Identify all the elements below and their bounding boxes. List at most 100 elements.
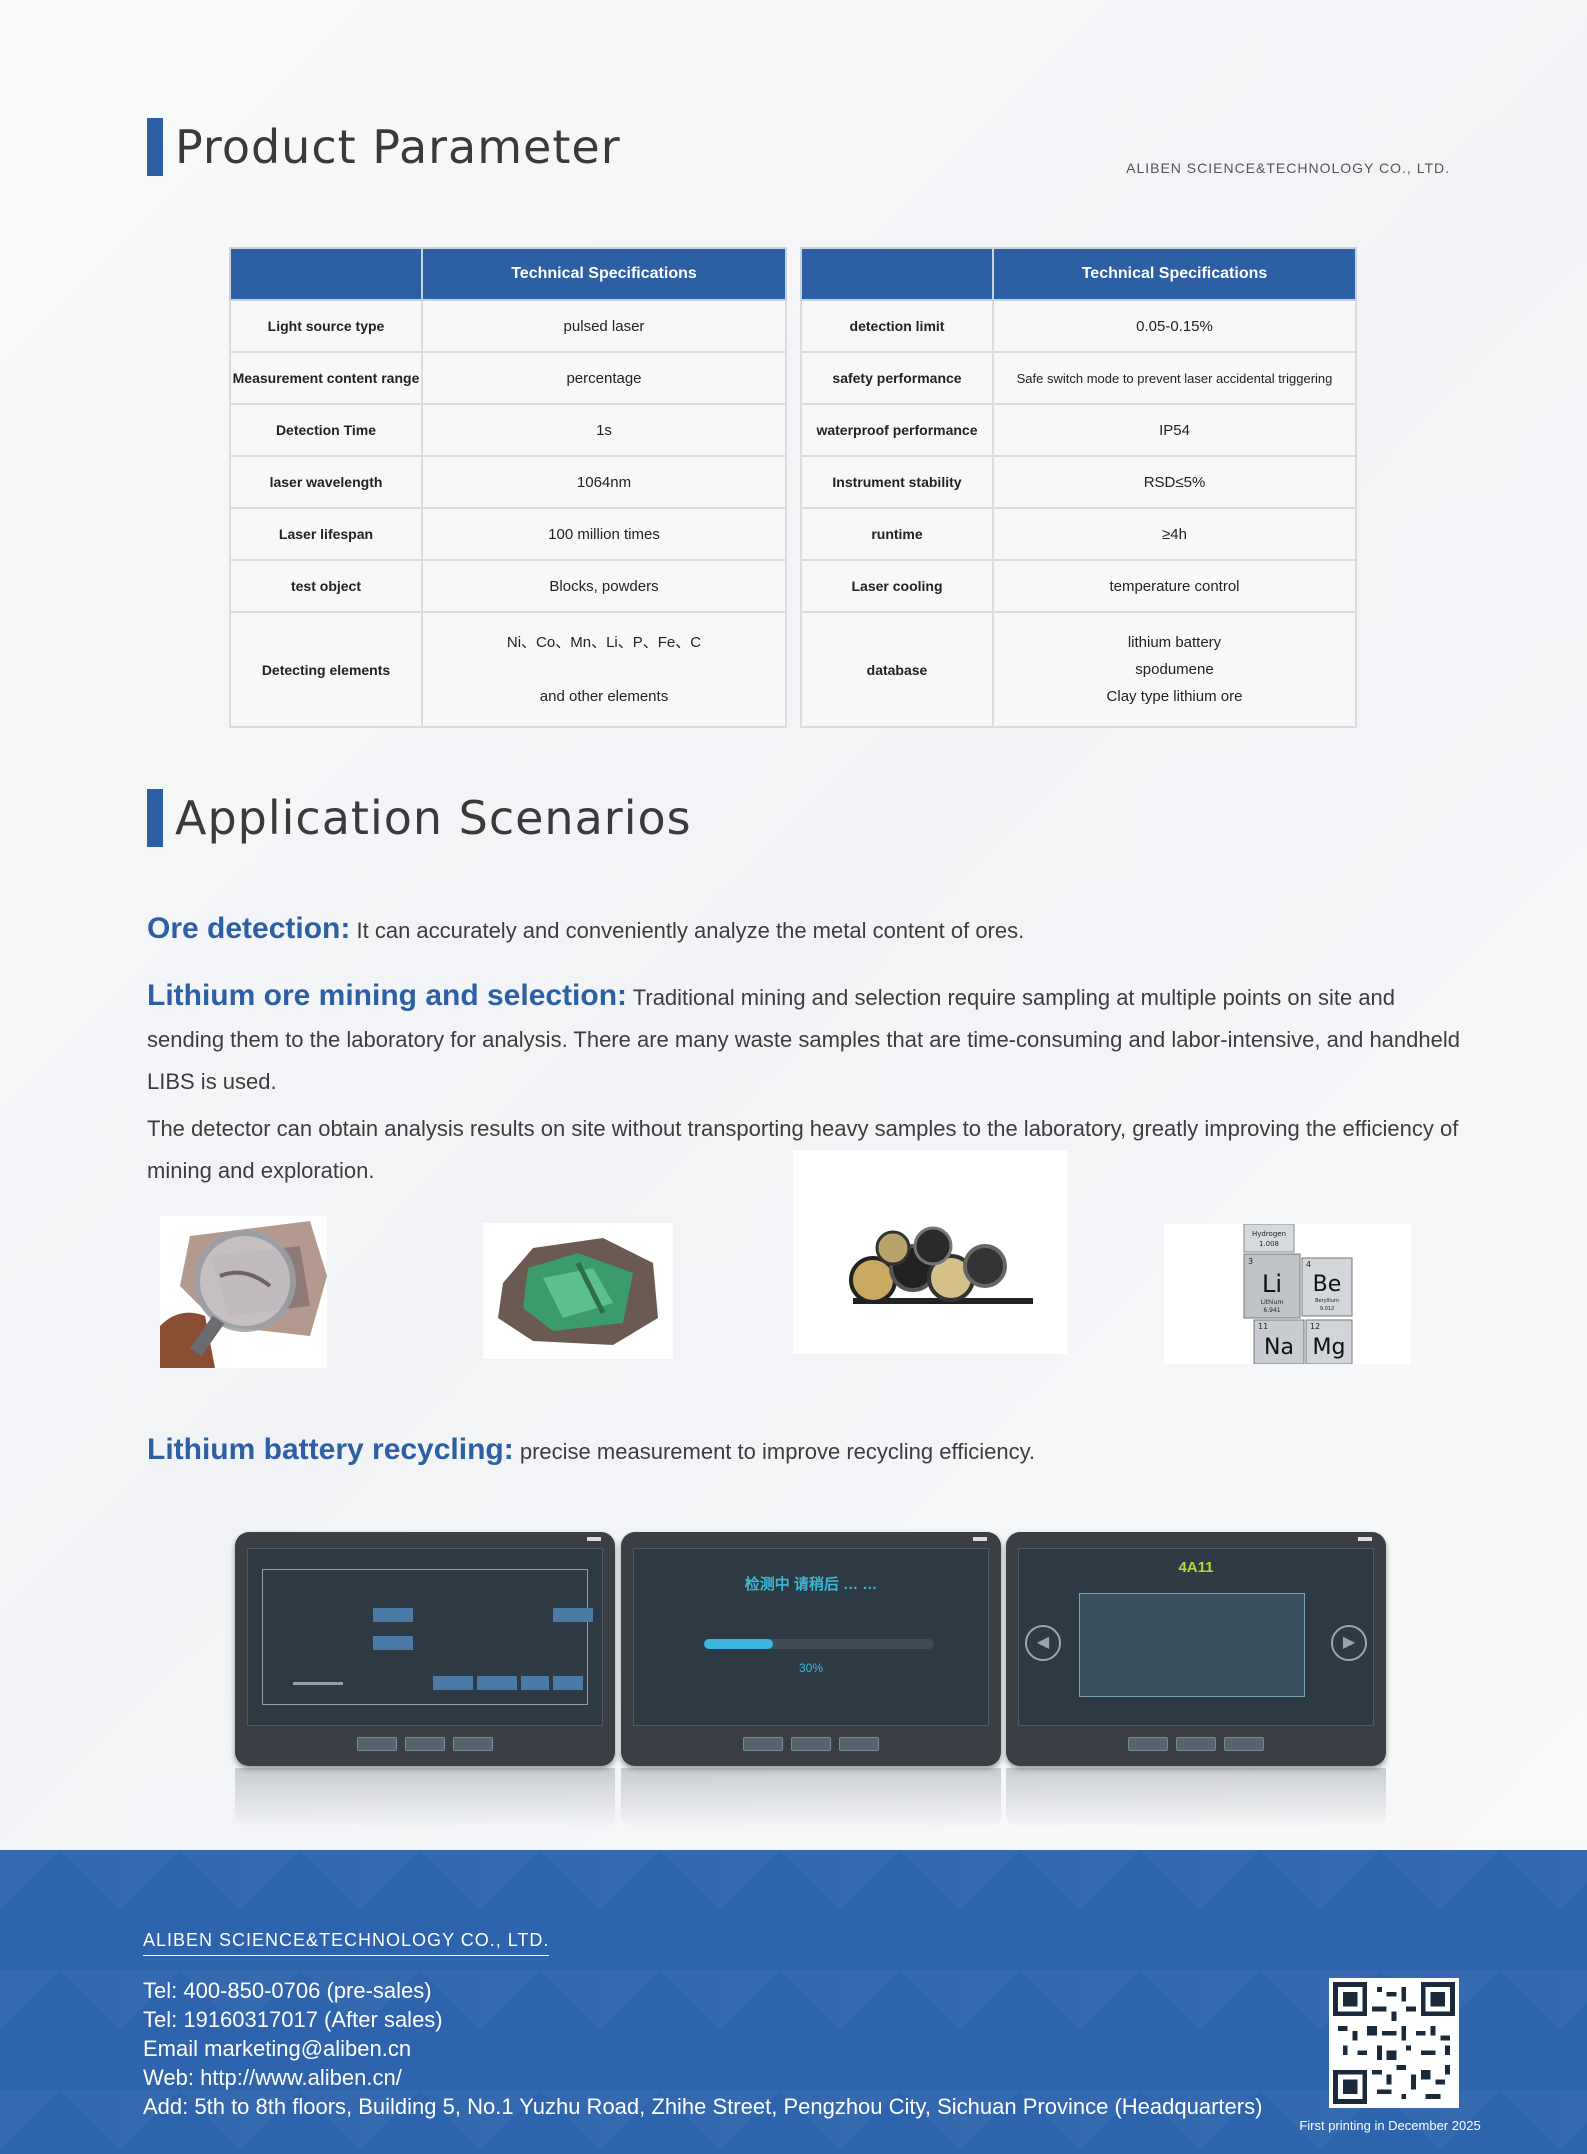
tel-presales: Tel: 400-850-0706 (pre-sales) — [143, 1978, 432, 2003]
progress-label: 30% — [798, 1661, 824, 1675]
email: Email marketing@aliben.cn — [143, 2036, 412, 2061]
spec-label: detection limit — [800, 299, 994, 353]
result-table — [1079, 1593, 1305, 1697]
lithium-mining-text: Traditional mining and selection require… — [147, 985, 1460, 1094]
spec-value-line: Clay type lithium ore — [1106, 688, 1243, 705]
progress-bar — [704, 1639, 934, 1649]
table-row: waterproof performance IP54 — [800, 403, 1357, 457]
tel-aftersales: Tel: 19160317017 (After sales) — [143, 2007, 443, 2032]
next-arrow-icon: ▶ — [1331, 1625, 1367, 1661]
result-title: 4A11 — [1178, 1559, 1214, 1576]
spec-value: 1064nm — [421, 455, 787, 509]
spec-value: RSD≤5% — [992, 455, 1357, 509]
periodic-table-photo: Hydrogen 1.008 3 Li Lithium 6.941 4 Be B… — [1164, 1224, 1411, 1364]
battery-recycling-lead: Lithium battery recycling: — [147, 1433, 514, 1466]
section-title: Application Scenarios — [175, 791, 692, 845]
lithium-mining-lead: Lithium ore mining and selection: — [147, 979, 628, 1012]
spec-value-line: and other elements — [539, 688, 669, 705]
spec-label: Detecting elements — [229, 611, 423, 728]
tablet-nav — [621, 1737, 1001, 1756]
application-scenarios-heading: Application Scenarios — [147, 789, 692, 847]
table-row: runtime ≥4h — [800, 507, 1357, 561]
tablet-settings-screen — [235, 1532, 615, 1828]
detection-status-title: 检测中 请稍后 … … — [744, 1576, 878, 1593]
lithium-name: Lithium — [1261, 1299, 1284, 1306]
table-header: Technical Specifications — [421, 247, 787, 301]
battery-recycling-text: precise measurement to improve recycling… — [519, 1439, 1036, 1464]
lithium-mass: 6.941 — [1263, 1307, 1280, 1314]
lithium-number: 3 — [1248, 1257, 1253, 1266]
heading-accent-bar — [147, 789, 163, 847]
spec-table-right: Technical Specifications detection limit… — [800, 247, 1357, 728]
lithium-mining-paragraph: Lithium ore mining and selection: Tradit… — [147, 975, 1467, 1103]
spec-label: safety performance — [800, 351, 994, 405]
footer: ALIBEN SCIENCE&TECHNOLOGY CO., LTD. Tel:… — [0, 1850, 1587, 2154]
address: Add: 5th to 8th floors, Building 5, No.1… — [143, 2094, 1263, 2119]
spec-value: IP54 — [992, 403, 1357, 457]
spec-value: 100 million times — [421, 507, 787, 561]
website: Web: http://www.aliben.cn/ — [143, 2065, 402, 2090]
table-row: Light source type pulsed laser — [229, 299, 787, 353]
table-row: detection limit 0.05-0.15% — [800, 299, 1357, 353]
qr-code — [1329, 1978, 1459, 2108]
spec-label: waterproof performance — [800, 403, 994, 457]
sodium-number: 11 — [1258, 1322, 1268, 1331]
spec-value: ≥4h — [992, 507, 1357, 561]
progress-fill — [704, 1639, 773, 1649]
spec-value: pulsed laser — [421, 299, 787, 353]
tablet-screen: 检测中 请稍后 … … 30% — [633, 1548, 989, 1726]
table-row: Measurement content range percentage — [229, 351, 787, 405]
table-row: test object Blocks, powders — [229, 559, 787, 613]
spec-value: lithium battery spodumene Clay type lith… — [992, 611, 1357, 728]
ore-detection-paragraph: Ore detection: It can accurately and con… — [147, 908, 1467, 952]
ore-detection-lead: Ore detection: — [147, 912, 351, 945]
spec-value-line: lithium battery — [1127, 634, 1222, 651]
settings-panel — [262, 1569, 593, 1705]
spec-label: Detection Time — [229, 403, 423, 457]
spec-value: 0.05-0.15% — [992, 299, 1357, 353]
spec-value: Blocks, powders — [421, 559, 787, 613]
tablet-nav — [235, 1737, 615, 1756]
sodium-symbol: Na — [1264, 1335, 1294, 1360]
table-row: laser wavelength 1064nm — [229, 455, 787, 509]
lithium-symbol: Li — [1262, 1270, 1282, 1298]
table-row: Laser cooling temperature control — [800, 559, 1357, 613]
table-row: database lithium battery spodumene Clay … — [800, 611, 1357, 728]
table-row: Detection Time 1s — [229, 403, 787, 457]
spec-label: Laser cooling — [800, 559, 994, 613]
battery-recycling-paragraph: Lithium battery recycling: precise measu… — [147, 1429, 1467, 1473]
tablet-screen — [247, 1548, 603, 1726]
spec-label: test object — [229, 559, 423, 613]
magnesium-number: 12 — [1310, 1322, 1320, 1331]
beryllium-mass: 9.012 — [1320, 1306, 1334, 1312]
product-parameter-heading: Product Parameter — [147, 118, 621, 176]
table-row: safety performance Safe switch mode to p… — [800, 351, 1357, 405]
spec-value: Safe switch mode to prevent laser accide… — [992, 351, 1357, 405]
table-row: Instrument stability RSD≤5% — [800, 455, 1357, 509]
spec-label: Laser lifespan — [229, 507, 423, 561]
company-tag: ALIBEN SCIENCE&TECHNOLOGY CO., LTD. — [1126, 160, 1450, 176]
table-header: Technical Specifications — [992, 247, 1357, 301]
table-row: Detecting elements Ni、Co、Mn、Li、P、Fe、C an… — [229, 611, 787, 728]
spec-value: 1s — [421, 403, 787, 457]
spec-label: runtime — [800, 507, 994, 561]
batteries-photo — [793, 1150, 1067, 1354]
printing-note: First printing in December 2025 — [1299, 2118, 1481, 2133]
spec-value-line: Ni、Co、Mn、Li、P、Fe、C — [506, 634, 702, 651]
table-header-empty — [229, 247, 423, 301]
spec-label: laser wavelength — [229, 455, 423, 509]
tablet-nav — [1006, 1737, 1386, 1756]
tablet-progress-screen: 检测中 请稍后 … … 30% — [621, 1532, 1001, 1828]
footer-company: ALIBEN SCIENCE&TECHNOLOGY CO., LTD. — [143, 1930, 550, 1956]
spec-label: database — [800, 611, 994, 728]
tablet-screen: 4A11 ◀ ▶ — [1018, 1548, 1374, 1726]
ore-magnifier-photo — [160, 1216, 327, 1368]
beryllium-number: 4 — [1306, 1260, 1311, 1269]
spec-value-line: spodumene — [1135, 661, 1214, 678]
table-row: Laser lifespan 100 million times — [229, 507, 787, 561]
spec-value: Ni、Co、Mn、Li、P、Fe、C and other elements — [421, 611, 787, 728]
spec-label: Instrument stability — [800, 455, 994, 509]
beryllium-symbol: Be — [1313, 1272, 1342, 1297]
spec-value: temperature control — [992, 559, 1357, 613]
contact-info: Tel: 400-850-0706 (pre-sales) Tel: 19160… — [143, 1976, 1262, 2121]
